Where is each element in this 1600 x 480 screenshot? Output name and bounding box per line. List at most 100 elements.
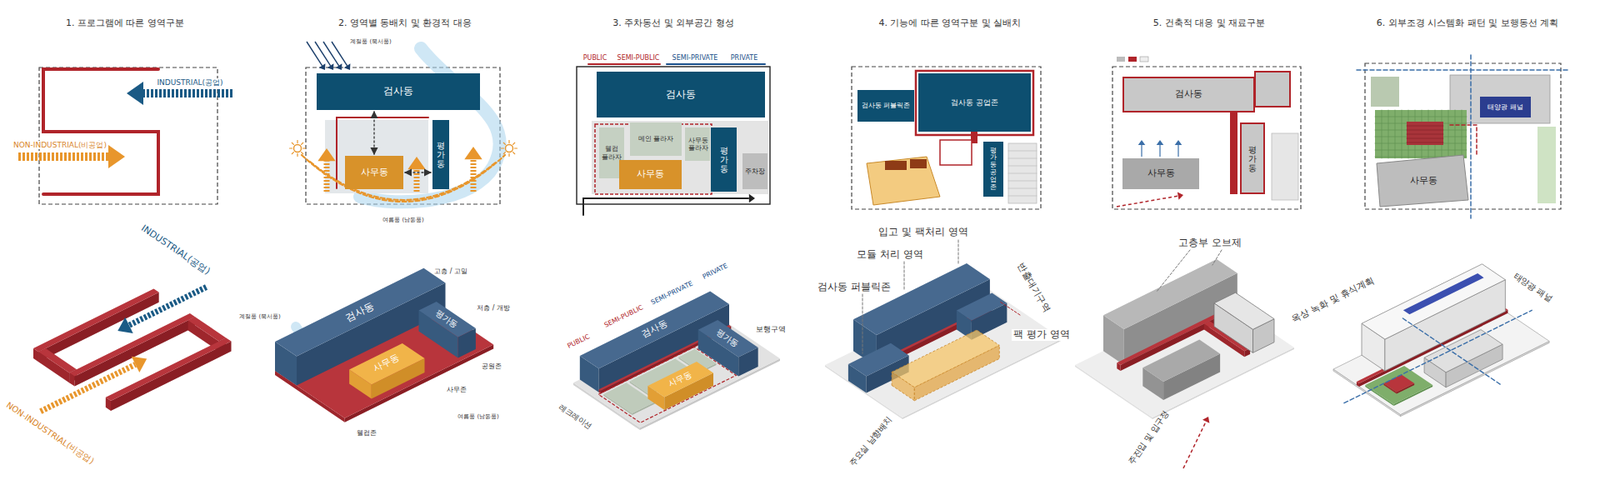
- building-box: 검사동 퍼블릭존: [857, 90, 915, 122]
- annotation-label: 태양광 패널: [1510, 270, 1556, 305]
- node-text: 검사동: [383, 85, 414, 98]
- arrow-head: [335, 63, 343, 70]
- annotation-label: 고층 / 고밀: [432, 267, 470, 275]
- node-text: 사무동: [360, 167, 389, 179]
- arrow-head: [131, 356, 147, 373]
- parking-route: [716, 197, 750, 200]
- office-plan: [1376, 155, 1469, 207]
- annotation-label: 저층 / 개방: [475, 304, 512, 312]
- block-top: [1214, 292, 1275, 330]
- arrow-head: [1156, 140, 1165, 145]
- sun-ray: [290, 147, 293, 149]
- node-text: 평가동: [720, 145, 729, 174]
- block-top: [1142, 340, 1220, 382]
- annotation-label: 웰컴존: [355, 429, 379, 437]
- entry-arrow: [1116, 195, 1179, 207]
- arrow-head: [1177, 192, 1184, 200]
- room: [940, 140, 972, 165]
- building-box: 사무동: [345, 155, 404, 190]
- block-top: [1365, 365, 1433, 405]
- parking-area: [1008, 143, 1037, 204]
- sun-ray: [296, 140, 298, 144]
- paving-area: [1406, 121, 1444, 145]
- site-boundary: [1112, 66, 1301, 210]
- sun-ray: [513, 152, 515, 155]
- block-top: [349, 343, 425, 385]
- sun-ray: [508, 140, 510, 144]
- pedestrian-route: [1470, 55, 1472, 219]
- grid-line: [1401, 110, 1403, 159]
- building-extension: [1255, 71, 1290, 107]
- pedestrian-route: [1356, 69, 1570, 71]
- annotation-label: 공원존: [480, 362, 504, 370]
- annotation-label: 모듈 처리 영역: [855, 249, 925, 261]
- arrow-head: [344, 63, 351, 70]
- annotation-label: 레크레이션: [555, 401, 595, 432]
- node-text: 검사동 공업존: [950, 98, 999, 107]
- zone-band-line: [666, 63, 765, 65]
- legend-swatch: [1140, 56, 1149, 62]
- panel-title: 5. 건축적 대응 및 재료구분: [1151, 18, 1267, 30]
- solar-panel: [1403, 273, 1485, 315]
- building-box: 사무동 플라자: [685, 127, 710, 161]
- grid-line: [1375, 150, 1467, 151]
- connector: [373, 111, 375, 155]
- sun-ray: [501, 147, 505, 149]
- zone-frame: [915, 70, 1034, 135]
- building-box: 평가동: [710, 127, 737, 192]
- arrow-head: [319, 63, 326, 70]
- sun-path: [310, 161, 497, 200]
- node-text: 메인 플라자: [638, 135, 675, 143]
- annotation-label: INDUSTRIAL(공업): [155, 78, 225, 87]
- connector: [405, 171, 432, 173]
- annotation-label: 계절풍 (북서풍): [348, 38, 394, 45]
- industrial-arrow: [129, 287, 207, 326]
- wind-arrow: [315, 41, 331, 66]
- building-box: 검사동: [316, 73, 480, 110]
- sun-ray: [296, 154, 298, 157]
- access-arrow: [1177, 145, 1179, 157]
- sun-ray: [513, 142, 515, 145]
- office-plan: [866, 156, 940, 205]
- block-top: [698, 320, 759, 357]
- building-box: 메인 플라자: [630, 122, 682, 156]
- annotation-label: 보행구역: [754, 325, 788, 334]
- sun-ray: [303, 147, 306, 149]
- panel-title: 2. 영역별 동배치 및 환경적 대응: [336, 18, 474, 30]
- sun-ray: [503, 142, 505, 145]
- sun-path: [301, 155, 505, 202]
- panel-title: 4. 기능에 따른 영역구분 및 실배치: [877, 18, 1024, 30]
- node-text: 검사동: [1175, 89, 1203, 100]
- annotation-label: SEMI-PRIVATE: [670, 54, 720, 62]
- landscape-grid: [1375, 110, 1467, 159]
- open-ground: [591, 120, 769, 195]
- sun-icon: [505, 145, 514, 153]
- annotation-label: 여름풍 (남동풍): [455, 413, 501, 420]
- panel-title: 1. 프로그램에 따른 영역구분: [64, 18, 186, 30]
- node-text: 검사동: [665, 89, 696, 101]
- annotation-label: NON-INDUSTRIAL(비공업): [11, 140, 109, 150]
- non-industrial-arrow: [18, 152, 109, 161]
- arrow-head: [1138, 140, 1146, 145]
- parking-stall: [1008, 188, 1037, 190]
- panel-title: 6. 외부조경 시스템화 패턴 및 보행동선 계획: [1375, 18, 1560, 30]
- route-line: [1450, 125, 1477, 155]
- arrow-head: [117, 317, 133, 334]
- arrow-head: [126, 81, 144, 105]
- building-box: 검사동: [1122, 76, 1255, 113]
- parking-stall: [1008, 173, 1037, 175]
- arrow-head: [1175, 140, 1183, 145]
- block-top: [1383, 375, 1415, 393]
- zone-band-line: [588, 63, 660, 65]
- pedestrian-route: [1402, 318, 1501, 385]
- grid-line: [1448, 110, 1450, 159]
- arrow-head: [464, 146, 482, 160]
- wind-arrow: [323, 41, 340, 66]
- annotation-label: 입고 및 팩처리 영역: [876, 226, 970, 239]
- sun-ray: [503, 152, 505, 155]
- building-box: 검사동 공업존: [918, 73, 1031, 132]
- landscape-area: [1370, 76, 1400, 107]
- arrow-head: [317, 148, 335, 161]
- site-boundary: [39, 67, 218, 205]
